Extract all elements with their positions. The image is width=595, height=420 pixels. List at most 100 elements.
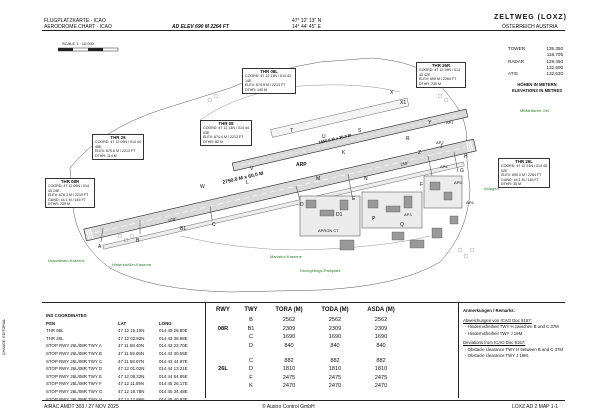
remarks-title: Anmerkungen / Remarks: <box>463 308 516 313</box>
frequency-row: 132.600 <box>508 65 563 71</box>
table-cell: STOP RWY 26L/08R TWY E <box>46 373 102 379</box>
threshold-line: COORD: 47 12 13N / 014 43 14E <box>245 74 291 83</box>
arp-latitude: 47° 12' 13" N <box>292 18 322 24</box>
table-cell: D <box>248 366 254 373</box>
twy-label-z: Z <box>418 150 422 156</box>
apron-ap1: AP1 <box>446 120 454 125</box>
twy-label-l: L <box>246 180 249 186</box>
threshold-title: THR 08 <box>218 121 234 126</box>
frequency-value: 132.530 <box>546 71 563 77</box>
table-cell: STOP RWY 26L/08R TWY D <box>46 366 103 372</box>
apron-ap5: AP5 <box>454 180 462 185</box>
threshold-line: ELEV: 674.5 M / 2213 FT <box>245 83 286 88</box>
footer-copyright: © Austro Control GmbH <box>262 404 315 410</box>
twy-label-n: N <box>364 176 368 182</box>
twy-label-d: D <box>300 202 304 208</box>
table-cell: STOP RWY 26L/08R TWY G <box>46 388 103 394</box>
frequency-value: 132.600 <box>546 64 563 70</box>
table-cell: THR 08L <box>46 328 64 334</box>
table-cell: 014 45 26.17E <box>159 381 188 387</box>
table-cell: K <box>249 383 253 390</box>
ins-coordinates-title: INS COORDINATES <box>46 313 87 318</box>
threshold-line: GUND: 44.1 M / 145 FT <box>48 197 86 202</box>
chart-type-de: FLUGPLATZKARTE - ICAO <box>44 18 106 24</box>
threshold-title: THR 26R <box>431 63 451 68</box>
twy-label-t: T <box>290 128 294 134</box>
table-cell: 2475 <box>282 374 296 381</box>
table-cell: 2470 <box>282 383 296 390</box>
footer-divider <box>42 400 565 401</box>
country: ÖSTERREICH AUSTRIA <box>502 24 558 30</box>
threshold-line: DTHR: 114 M <box>95 153 117 158</box>
frequency-name: ATIS <box>508 71 518 77</box>
table-cell: 2309 <box>374 325 388 332</box>
table-cell: STOP RWY 26L/08R TWY B <box>46 350 102 356</box>
twy-label-u: U <box>322 134 326 140</box>
table-cell: 882 <box>284 357 294 364</box>
table-cell: 840 <box>330 343 340 350</box>
table-cell: 014 43 38.88E <box>159 335 188 341</box>
elevation-note-de: HÖHEN IN METERN <box>517 82 557 87</box>
table-cell: C <box>248 357 254 364</box>
table-cell: 2562 <box>328 317 342 324</box>
threshold-line: DTHR: 239 M <box>48 202 70 207</box>
elevation-note: HÖHEN IN METERN ELEVATIONS IN METRES <box>510 82 564 94</box>
threshold-line: DTHR: 140 M <box>245 87 267 92</box>
table-cell: 47 11 58.97N <box>118 358 145 364</box>
twy-label-x1: X1 <box>400 100 407 106</box>
twy-label-x: X <box>390 90 394 96</box>
threshold-title: THR 26L <box>515 159 533 164</box>
table-cell: 882 <box>330 357 340 364</box>
remarks-line: - Obstacle clearance TWY H between B and… <box>465 346 563 352</box>
threshold-line: ELEV: 674.6 M / 2213 FT <box>95 149 136 154</box>
table-cell: 882 <box>376 357 386 364</box>
apron-label: APRON CT <box>318 228 339 233</box>
frequency-row: 118.705 <box>508 52 563 58</box>
table-cell: THR 26L <box>46 335 64 341</box>
table-cell: 47 12 08.32N <box>118 373 145 379</box>
threshold-line: COORD: 47 12 21N / 014 45 02E <box>501 164 547 173</box>
table-cell: 1690 <box>328 334 342 341</box>
table-cell: 1810 <box>328 366 342 373</box>
twy-label-g: G <box>460 168 464 174</box>
table-cell: 47 12 15.10N <box>118 328 145 334</box>
arp-label: ARP <box>296 162 307 168</box>
table-cell: 47 11 58.40N <box>118 343 145 349</box>
aerodrome-elevation: AD ELEV 690 M 2264 FT <box>172 24 229 30</box>
threshold-callout-08: THR 08 COORD: 47 12 14N / 014 44 03E ELE… <box>200 120 252 147</box>
side-change-note: CHANGE: EDITORIAL <box>2 318 6 355</box>
twy-label-s: S <box>358 128 362 134</box>
table-cell: 47 12 19.78N <box>118 388 145 394</box>
table-cell: 2562 <box>282 317 296 324</box>
twy-label-m: M <box>316 176 321 182</box>
table-cell: 840 <box>284 343 294 350</box>
threshold-line: COORD: 47 12 29N / 014 45 42E <box>419 68 460 77</box>
frequency-value: 135.350 <box>546 46 563 51</box>
twy-label-h: H <box>464 154 468 160</box>
table-cell: B <box>249 317 253 324</box>
aerodrome-map <box>69 57 477 293</box>
area-label-hinterstoisser: Hinterstoißer-Kaserne <box>112 262 152 267</box>
remarks-panel: Anmerkungen / Remarks: Abweichungen von … <box>463 308 589 360</box>
frequency-name: RADAR <box>508 58 525 64</box>
distances-header: RWY TWY TORA (M) TODA (M) ASDA (M) <box>210 304 450 316</box>
apron-ap2: AP2 <box>436 140 444 145</box>
table-cell: 47 12 11.89N <box>118 381 145 387</box>
threshold-title: THR 26 <box>110 135 126 140</box>
twy-label-q: Q <box>400 222 404 228</box>
col-header: RWY <box>216 307 230 313</box>
footer-page-id: LOXZ AD 2 MAP 1-1 <box>512 404 559 410</box>
col-header: LONG <box>159 320 172 326</box>
table-cell: 2475 <box>374 374 388 381</box>
table-cell: C <box>248 334 254 341</box>
